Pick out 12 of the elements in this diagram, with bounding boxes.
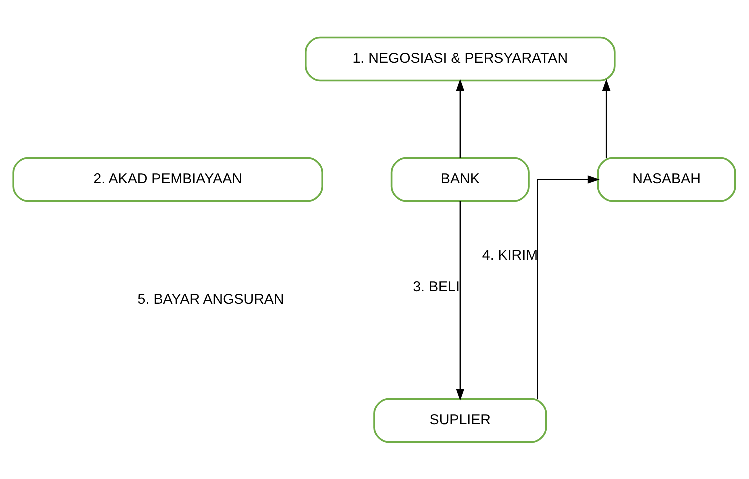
edge-label: 3. BELI (413, 279, 460, 296)
node-box: BANK (390, 156, 530, 202)
node-box: SUPLIER (374, 398, 548, 443)
arrow (537, 175, 600, 398)
arrow (456, 201, 465, 400)
node-box: NASABAH (597, 156, 736, 202)
node-box: 1. NEGOSIASI & PERSYARATAN (305, 36, 616, 82)
arrow (456, 78, 465, 158)
arrow (602, 78, 611, 158)
label: 5. BAYAR ANGSURAN (138, 291, 284, 308)
node-box: 2. AKAD PEMBIAYAAN (12, 156, 324, 202)
edge-label: 4. KIRIM (482, 247, 538, 264)
